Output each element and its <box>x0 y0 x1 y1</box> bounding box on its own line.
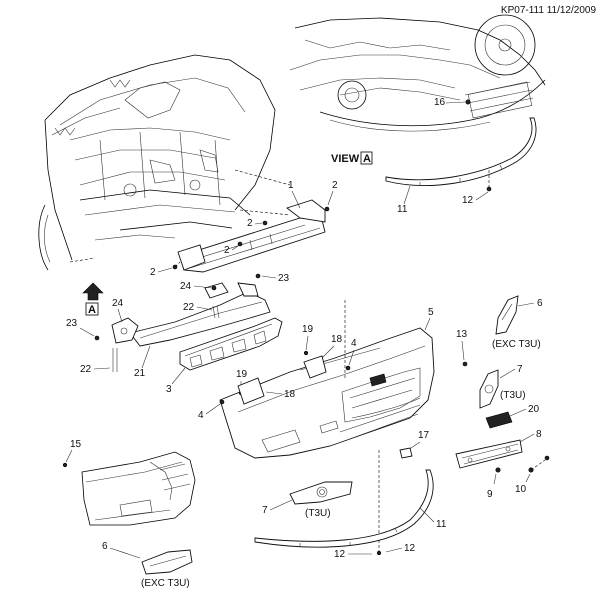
callout-12-bottom-right: 12 <box>404 543 416 554</box>
note-exc-t3u-top: (EXC T3U) <box>492 339 541 350</box>
callout-9: 9 <box>487 489 493 500</box>
callout-7-upper: 7 <box>517 364 523 375</box>
note-t3u-right: (T3U) <box>500 390 526 401</box>
callout-8: 8 <box>536 429 542 440</box>
callout-3: 3 <box>166 384 172 395</box>
callout-24-left: 24 <box>112 298 124 309</box>
callout-18-upper: 18 <box>331 334 343 345</box>
callout-15: 15 <box>70 439 82 450</box>
note-t3u-bottom: (T3U) <box>305 508 331 519</box>
callout-24-top: 24 <box>180 281 192 292</box>
callout-2-middle: 2 <box>247 218 253 229</box>
air-deflector-strip-top <box>385 117 537 186</box>
callout-16: 16 <box>434 97 446 108</box>
bumper-impact-bar <box>177 199 326 273</box>
callout-19-upper: 19 <box>302 324 314 335</box>
callout-21: 21 <box>134 368 146 379</box>
callout-2-lower: 2 <box>224 245 230 256</box>
air-deflector-strip-bottom <box>254 469 434 548</box>
callout-4-left: 4 <box>198 410 204 421</box>
callout-1: 1 <box>288 180 294 191</box>
callout-17: 17 <box>418 430 430 441</box>
tow-cap-lower <box>237 377 265 405</box>
callout-13: 13 <box>456 329 468 340</box>
energy-absorber <box>179 317 283 371</box>
fog-bezel-t3u-upper <box>479 369 499 409</box>
callout-20: 20 <box>528 404 540 415</box>
left-bumper-bracket <box>111 317 139 344</box>
license-plate-bracket <box>455 439 523 469</box>
callout-12-top: 12 <box>462 195 474 206</box>
view-direction-arrow <box>82 282 104 316</box>
view-label: VIEW <box>331 153 360 165</box>
lower-bumper-support <box>129 282 271 347</box>
callout-11-top: 11 <box>397 204 408 215</box>
arrow-letter: A <box>88 304 96 316</box>
callout-11-bottom: 11 <box>436 519 447 530</box>
note-exc-t3u-bottom: (EXC T3U) <box>141 578 190 589</box>
callout-23-left: 23 <box>66 318 78 329</box>
tow-cap-upper <box>303 355 327 379</box>
callout-10: 10 <box>515 484 527 495</box>
callout-22-left: 22 <box>80 364 92 375</box>
fascia-detail-view <box>81 451 196 526</box>
callout-19-lower: 19 <box>236 369 248 380</box>
fog-bezel-upper <box>495 295 519 335</box>
callout-2-left: 2 <box>150 267 156 278</box>
callout-18-lower: 18 <box>284 389 296 400</box>
callout-6-upper: 6 <box>537 298 543 309</box>
callout-4-upper: 4 <box>351 338 357 349</box>
view-letter: A <box>363 153 371 165</box>
callout-5: 5 <box>428 307 434 318</box>
callout-23-right: 23 <box>278 273 290 284</box>
callout-12-bottom-left: 12 <box>334 549 346 560</box>
callout-6-lower: 6 <box>102 541 108 552</box>
tow-eye-cover <box>399 447 413 459</box>
view-a-underbody <box>289 14 546 132</box>
diagram-code: KP07-111 11/12/2009 <box>501 5 597 16</box>
callout-2-right: 2 <box>332 180 338 191</box>
callout-22-top: 22 <box>183 302 195 313</box>
fog-bezel-t3u-lower <box>289 481 353 505</box>
emblem-plate <box>485 411 513 429</box>
front-bumper-fascia <box>219 327 435 459</box>
callout-7-lower: 7 <box>262 505 268 516</box>
fog-bezel-lower <box>141 549 193 575</box>
vehicle-front-structure <box>38 54 291 271</box>
